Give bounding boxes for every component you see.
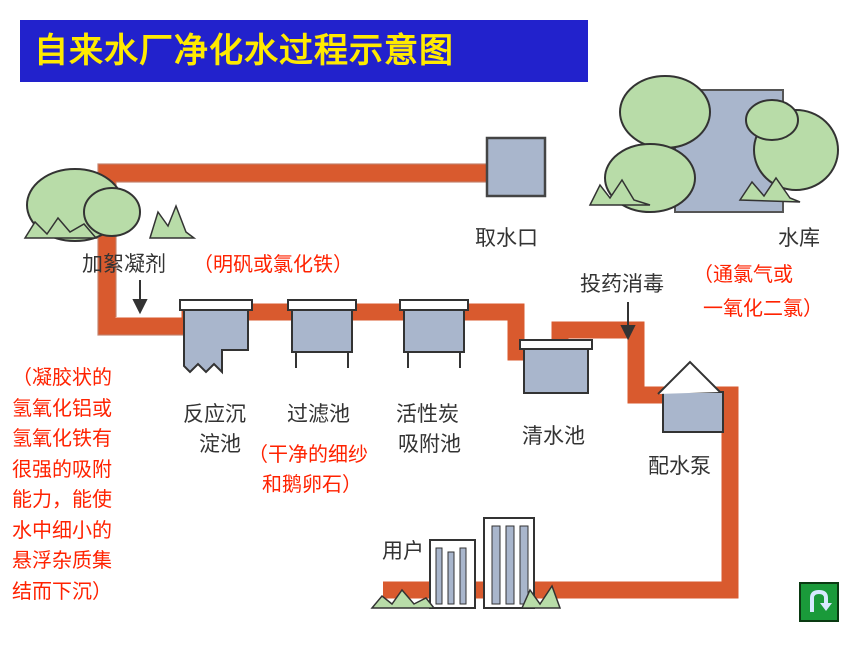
reaction-tank-label-1: 反应沉	[183, 402, 246, 426]
intake-box	[485, 136, 547, 198]
filter-tank	[287, 299, 357, 368]
carbon-tank	[399, 299, 469, 368]
filter-note-2: 和鹅卵石）	[262, 472, 362, 496]
disinfection-arrow	[620, 302, 636, 341]
adsorption-note-line: 很强的吸附	[12, 456, 112, 481]
reservoir-label: 水库	[778, 226, 820, 250]
adsorption-note-line: （凝胶状的	[12, 365, 112, 389]
adsorption-note-line: 氢氧化铝或	[12, 395, 112, 420]
carbon-tank-label-2: 吸附池	[398, 432, 461, 456]
intake-label: 取水口	[475, 226, 538, 250]
u-turn-arrow-icon	[810, 589, 832, 612]
adsorption-note: （凝胶状的 氢氧化铝或 氢氧化铁有 很强的吸附 能力，能使 水中细小的 悬浮杂质…	[12, 362, 177, 606]
filter-tank-label: 过滤池	[287, 402, 350, 426]
reaction-tank-label-2: 淀池	[199, 432, 241, 456]
users-label: 用户	[382, 539, 424, 563]
adsorption-note-line: 氢氧化铁有	[12, 426, 112, 450]
pump-house	[657, 360, 724, 433]
reaction-tank	[179, 299, 253, 375]
disinfection-note-2: 一氧化二氯）	[703, 296, 823, 320]
clear-water-tank	[519, 339, 593, 394]
left-hills	[23, 168, 197, 242]
adsorption-note-line: 能力，能使	[12, 487, 112, 511]
carbon-tank-label-1: 活性炭	[396, 402, 459, 426]
user-buildings	[370, 517, 562, 609]
filter-note-1: （干净的细纱	[248, 442, 368, 466]
disinfection-label: 投药消毒	[580, 272, 664, 296]
reservoir	[588, 75, 839, 213]
adsorption-note-line: 水中细小的	[12, 517, 112, 542]
adsorption-note-line: 悬浮杂质集	[12, 548, 112, 572]
clear-tank-label: 清水池	[522, 424, 585, 448]
page-title: 自来水厂净化水过程示意图	[20, 20, 588, 82]
pump-label: 配水泵	[648, 454, 711, 478]
coagulant-arrow	[132, 280, 148, 315]
water-pipeline	[98, 164, 739, 599]
disinfection-note-1: （通氯气或	[693, 262, 793, 286]
coagulant-note: （明矾或氯化铁）	[193, 252, 353, 276]
return-button[interactable]	[799, 582, 839, 622]
coagulation-label: 加絮凝剂	[82, 252, 166, 276]
adsorption-note-line: 结而下沉）	[12, 578, 112, 603]
